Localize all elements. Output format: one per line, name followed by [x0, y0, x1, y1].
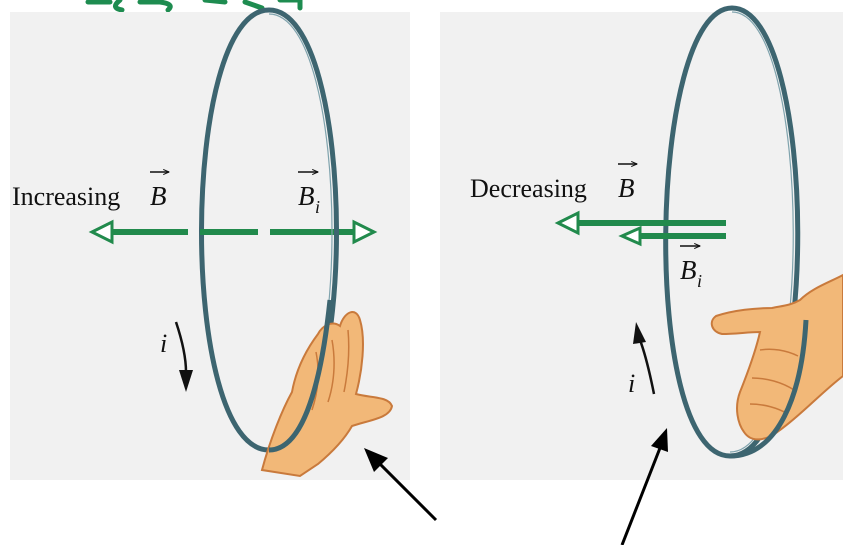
- left-panel: Increasing B B i i: [12, 7, 394, 478]
- logo-fragment: [85, 0, 303, 13]
- right-panel: Decreasing B B i i: [470, 5, 843, 459]
- right-induced-field-arrow: [618, 225, 726, 247]
- right-current-label: i: [628, 369, 635, 398]
- right-induced-symbol: B: [680, 255, 697, 285]
- right-current-arrow: [633, 322, 656, 395]
- left-current-arrow: [174, 321, 193, 392]
- left-field-symbol: B: [150, 181, 167, 211]
- right-field-arrow: [554, 210, 726, 236]
- right-induced-subscript: i: [697, 271, 702, 291]
- left-field-label: Increasing: [12, 182, 120, 211]
- left-induced-symbol: B: [298, 181, 315, 211]
- left-field-arrow: [88, 219, 258, 245]
- left-current-label: i: [160, 329, 167, 358]
- right-field-label: Decreasing: [470, 174, 587, 203]
- right-loop-back: [663, 5, 733, 459]
- pointer-arrows: [364, 428, 668, 545]
- left-induced-subscript: i: [315, 197, 320, 217]
- left-induced-field-arrow: [270, 219, 378, 245]
- right-pointer-arrow: [620, 428, 668, 545]
- left-pointer-arrow: [364, 448, 438, 522]
- right-field-symbol: B: [618, 173, 635, 203]
